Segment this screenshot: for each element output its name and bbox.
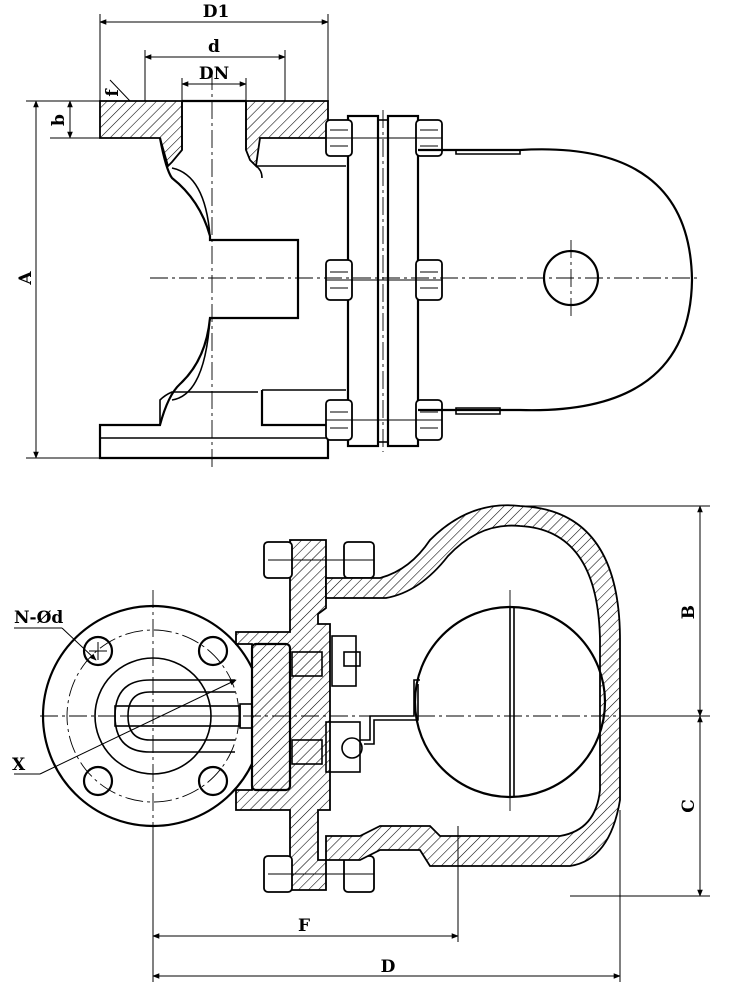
label-b: b: [49, 114, 69, 126]
body-outline: [98, 137, 330, 460]
label-D: D: [381, 957, 396, 977]
label-F: F: [298, 916, 310, 936]
label-N-d: N-Ød: [14, 608, 63, 628]
label-DN: DN: [199, 64, 229, 84]
bottom-view-dimensions: B C F D N-Ød X: [12, 505, 710, 982]
label-D1: D1: [203, 2, 230, 22]
cover-shell: [325, 504, 621, 867]
top-view: [98, 72, 700, 470]
body-casting: [235, 539, 331, 891]
top-flange: [99, 100, 183, 168]
top-flange-right: [245, 100, 329, 168]
cover-dome: [418, 148, 694, 412]
cover-flange-plate: [386, 114, 420, 448]
label-C: C: [679, 799, 699, 813]
label-A: A: [16, 271, 36, 286]
top-view-dimensions: D1 d DN f b A: [16, 2, 329, 459]
label-d: d: [208, 37, 220, 57]
label-f: f: [103, 88, 123, 97]
bolts-top-view: [325, 119, 443, 441]
bolts-bottom-view: [263, 541, 375, 893]
label-X: X: [12, 755, 26, 775]
label-B: B: [679, 605, 699, 619]
bottom-view: [40, 504, 700, 893]
